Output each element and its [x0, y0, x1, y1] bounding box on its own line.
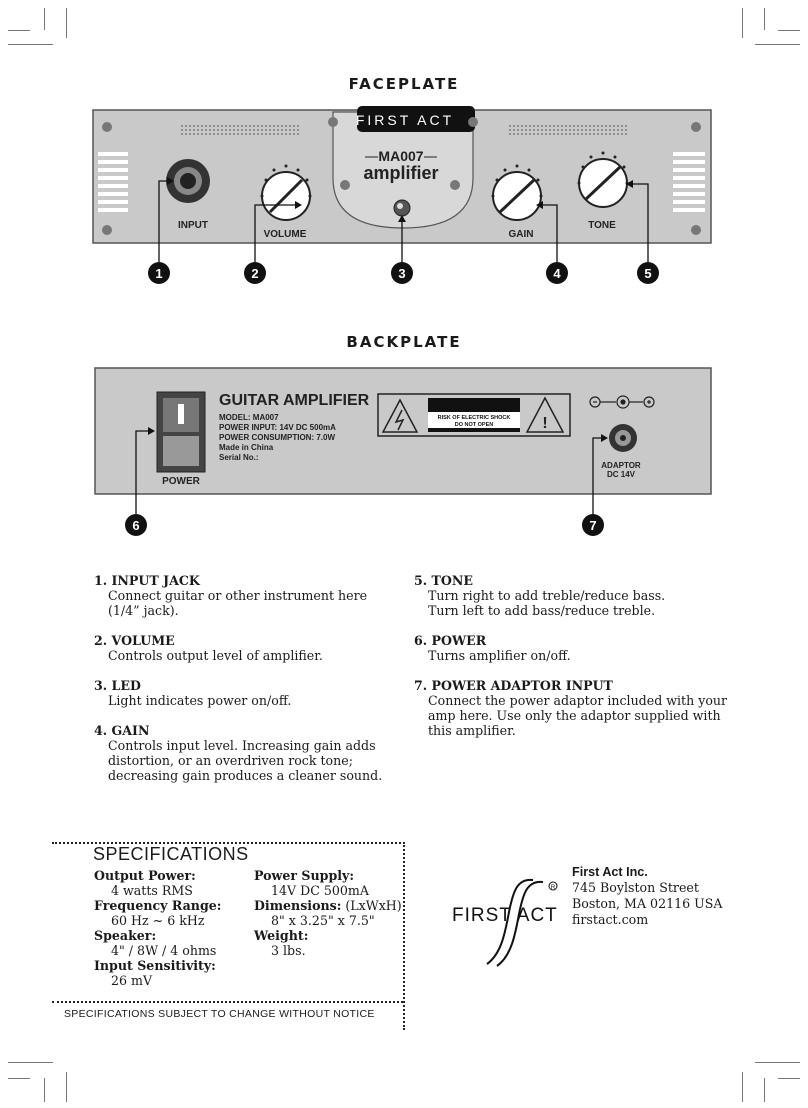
crop-mark: [8, 44, 53, 45]
vent-left: [98, 152, 128, 212]
company-info: First Act Inc. 745 Boylston Street Bosto…: [572, 865, 723, 927]
callout-1: 1: [148, 262, 170, 284]
brand-badge-text: FIRST ACT: [356, 112, 454, 128]
callout-3: 3: [391, 262, 413, 284]
svg-text:4: 4: [553, 266, 561, 281]
callout-7: 7: [582, 514, 604, 536]
logo-text: FIRST ACT: [452, 905, 558, 926]
svg-text:6: 6: [132, 518, 139, 533]
crop-mark: [778, 1078, 800, 1079]
specs-right: Power Supply: 14V DC 500mA Dimensions: (…: [254, 868, 402, 958]
model-text: MA007: [378, 148, 423, 164]
callout-2: 2: [244, 262, 266, 284]
svg-text:POWER INPUT: 14V DC 500mA: POWER INPUT: 14V DC 500mA: [219, 423, 336, 432]
screw: [328, 117, 338, 127]
crop-mark: [8, 1062, 53, 1063]
svg-text:MODEL: MA007: MODEL: MA007: [219, 413, 279, 422]
svg-text:1: 1: [155, 266, 162, 281]
product-text: amplifier: [363, 163, 438, 183]
item-gain: 4. GAIN Controls input level. Increasing…: [94, 723, 383, 783]
backplate-heading: GUITAR AMPLIFIER: [219, 392, 370, 409]
vent-right: [673, 152, 705, 212]
spec-divider: [52, 1001, 403, 1003]
screw: [102, 225, 112, 235]
spec-note: SPECIFICATIONS SUBJECT TO CHANGE WITHOUT…: [64, 1008, 375, 1020]
svg-text:ADAPTOR: ADAPTOR: [601, 461, 641, 470]
item-power-adaptor: 7. POWER ADAPTOR INPUT Connect the power…: [414, 678, 728, 738]
crop-mark: [44, 1078, 45, 1102]
faceplate-title: FACEPLATE: [348, 75, 460, 93]
screw: [691, 225, 701, 235]
volume-label: VOLUME: [264, 229, 307, 240]
item-power: 6. POWER Turns amplifier on/off.: [414, 633, 571, 663]
crop-mark: [742, 8, 743, 38]
callout-5: 5: [637, 262, 659, 284]
crop-mark: [764, 1078, 765, 1102]
polarity-icon: [589, 395, 655, 409]
screw: [691, 122, 701, 132]
svg-text:R: R: [551, 885, 556, 891]
crop-mark: [8, 30, 30, 31]
screw: [468, 117, 478, 127]
crop-mark: [8, 1078, 30, 1079]
screw: [340, 180, 350, 190]
warning-box: [377, 393, 571, 437]
input-label: INPUT: [178, 220, 208, 231]
items-right: 5. TONE Turn right to add treble/reduce …: [414, 573, 734, 753]
tone-knob: [578, 158, 628, 208]
svg-text:!: !: [542, 415, 547, 432]
crop-mark: [66, 8, 67, 38]
svg-text:Made in China: Made in China: [219, 443, 274, 452]
specifications-box: [52, 842, 405, 1030]
svg-text:DC 14V: DC 14V: [607, 470, 636, 479]
screw: [102, 122, 112, 132]
screw: [450, 180, 460, 190]
item-volume: 2. VOLUME Controls output level of ampli…: [94, 633, 323, 663]
svg-text:2: 2: [251, 266, 258, 281]
crop-mark: [44, 8, 45, 30]
crop-mark: [778, 30, 800, 31]
items-left: 1. INPUT JACK Connect guitar or other in…: [94, 573, 394, 798]
crop-mark: [755, 1062, 800, 1063]
backplate-diagram: POWER GUITAR AMPLIFIER MODEL: MA007 POWE…: [94, 367, 712, 536]
grill-right: [508, 124, 628, 136]
svg-text:POWER CONSUMPTION: 7.0W: POWER CONSUMPTION: 7.0W: [219, 433, 335, 442]
lightning-icon: [381, 398, 419, 433]
item-input-jack: 1. INPUT JACK Connect guitar or other in…: [94, 573, 368, 618]
center-badge: [332, 111, 474, 229]
svg-text:5: 5: [644, 266, 651, 281]
tone-label: TONE: [588, 220, 616, 231]
callout-6: 6: [125, 514, 147, 536]
caution-icon: [525, 396, 565, 433]
specifications-title: SPECIFICATIONS: [93, 844, 249, 864]
item-led: 3. LED Light indicates power on/off.: [94, 678, 292, 708]
svg-text:Serial No.:: Serial No.:: [219, 453, 259, 462]
company-website-link[interactable]: firstact.com: [572, 912, 649, 927]
volume-knob: [261, 171, 311, 221]
grill-left: [180, 124, 300, 136]
crop-mark: [742, 1072, 743, 1102]
gain-label: GAIN: [509, 229, 534, 240]
crop-mark: [755, 44, 800, 45]
svg-text:RISK OF ELECTRIC SHOCK: RISK OF ELECTRIC SHOCK: [438, 415, 511, 421]
specs-left: Output Power: 4 watts RMS Frequency Rang…: [94, 868, 222, 988]
crop-mark: [66, 1072, 67, 1102]
item-tone: 5. TONE Turn right to add treble/reduce …: [414, 573, 666, 618]
crop-mark: [764, 8, 765, 30]
callout-4: 4: [546, 262, 568, 284]
faceplate-diagram: FIRST ACT MA007 amplifier INPUT VOLUME G…: [92, 106, 712, 284]
gain-knob: [492, 171, 542, 221]
power-label: POWER: [162, 476, 201, 487]
svg-text:3: 3: [398, 266, 405, 281]
svg-text:DO NOT OPEN: DO NOT OPEN: [455, 422, 494, 428]
svg-text:7: 7: [589, 518, 596, 533]
backplate-title: BACKPLATE: [346, 333, 462, 351]
brand-badge: [357, 106, 475, 132]
first-act-logo-icon: R: [486, 878, 558, 967]
